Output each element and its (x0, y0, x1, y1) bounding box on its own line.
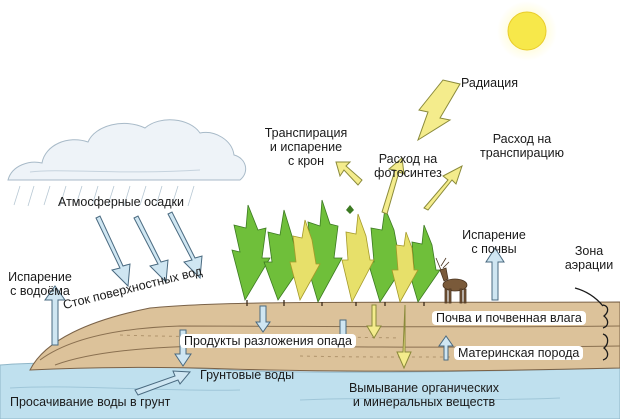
label-transpiration-crown-line3: с крон (288, 154, 324, 168)
label-transpiration-use-line1: Расход на (492, 132, 552, 146)
blue-arrows (44, 211, 505, 396)
label-transpiration-crown-line2: и испарение (269, 140, 343, 154)
yellow-arrows (335, 79, 463, 370)
label-soil-evaporation-line1: Испарение (462, 228, 526, 242)
label-photosynthesis: Расход на фотосинтез (365, 152, 451, 180)
label-infiltration: Просачивание воды в грунт (10, 395, 171, 409)
label-leaching: Вымывание органических и минеральных вещ… (338, 381, 510, 409)
label-soil-evaporation: Испарение с почвы (458, 228, 530, 256)
aeration-brackets (574, 287, 609, 361)
label-aeration-zone-line2: аэрации (564, 258, 614, 272)
label-transpiration-crown-line1: Транспирация (264, 126, 348, 140)
label-radiation: Радиация (461, 76, 519, 90)
label-precipitation: Атмосферные осадки (58, 195, 184, 209)
label-aeration-zone-line1: Зона (574, 244, 604, 258)
tree-icon (231, 199, 441, 306)
rain-streaks (13, 185, 195, 207)
label-photosynthesis-line1: Расход на (378, 152, 438, 166)
label-water-evaporation-line2: с водоёма (10, 284, 70, 298)
label-water-evaporation-line1: Испарение (8, 270, 72, 284)
label-groundwater: Грунтовые воды (200, 368, 295, 382)
label-transpiration-use: Расход на транспирацию (466, 132, 578, 160)
sun-icon (497, 1, 557, 61)
label-leaching-line2: и минеральных веществ (352, 395, 496, 409)
label-soil-evaporation-line2: с почвы (471, 242, 517, 256)
label-decomposition: Продукты разложения опада (180, 334, 356, 348)
label-soil-moisture: Почва и почвенная влага (432, 311, 586, 325)
label-transpiration-use-line2: транспирацию (480, 146, 564, 160)
water-body (0, 362, 620, 419)
cloud-icon (7, 119, 247, 181)
label-aeration-zone: Зона аэрации (560, 244, 618, 272)
deer-icon (435, 257, 468, 304)
label-transpiration-crown: Транспирация и испарение с крон (256, 126, 356, 168)
label-water-evaporation: Испарение с водоёма (2, 270, 78, 298)
label-photosynthesis-line2: фотосинтез (374, 166, 442, 180)
label-leaching-line1: Вымывание органических (348, 381, 500, 395)
label-bedrock: Материнская порода (454, 346, 584, 360)
